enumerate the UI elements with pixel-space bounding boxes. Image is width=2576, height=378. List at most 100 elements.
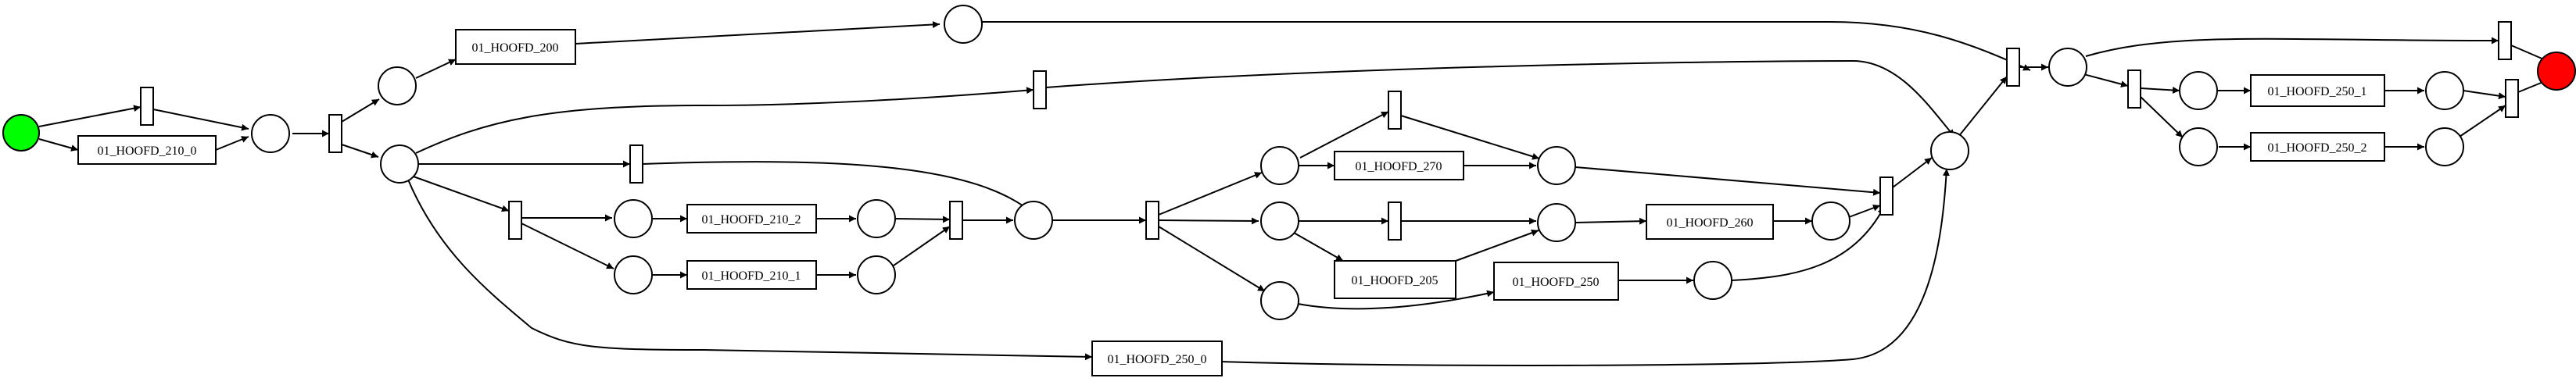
task-01-hoofd-210-2: 01_HOOFD_210_2 [686, 204, 817, 234]
task-label: 01_HOOFD_270 [1355, 160, 1442, 173]
edge [415, 59, 457, 79]
edge [2138, 94, 2184, 138]
edge [341, 98, 380, 123]
edge [2085, 37, 2499, 57]
place [1260, 146, 1299, 185]
task-01-hoofd-250-2: 01_HOOFD_250_2 [2250, 132, 2385, 162]
places [2, 5, 2576, 320]
edge [521, 223, 614, 269]
silent-transition [949, 201, 963, 240]
task-label: 01_HOOFD_250_1 [2267, 85, 2366, 98]
silent-transition [2505, 79, 2519, 118]
task-01-hoofd-250-0: 01_HOOFD_250_0 [1091, 341, 1223, 376]
place [251, 114, 290, 153]
task-label: 01_HOOFD_250_0 [1107, 353, 1206, 366]
edge [1892, 157, 1933, 188]
silent-transition [1879, 177, 1893, 216]
edge [2463, 90, 2506, 100]
edge [1299, 111, 1389, 159]
edge [1045, 59, 1955, 137]
silent-transition [1033, 70, 1047, 109]
place [1537, 203, 1576, 242]
start-place [2, 114, 40, 152]
place [380, 144, 419, 184]
task-01-hoofd-270: 01_HOOFD_270 [1334, 151, 1464, 180]
edge [410, 175, 510, 212]
edge [1731, 206, 1885, 281]
edges [38, 20, 2557, 366]
edge [38, 138, 79, 152]
task-label: 01_HOOFD_210_2 [701, 213, 801, 226]
silent-transition [140, 87, 154, 126]
task-label: 01_HOOFD_260 [1666, 216, 1753, 230]
task-01-hoofd-210-1: 01_HOOFD_210_1 [686, 260, 817, 290]
edge [642, 161, 1033, 213]
edge [1400, 115, 1540, 160]
silent-transitions [140, 21, 2519, 241]
edge [890, 226, 951, 268]
edge [1455, 229, 1539, 262]
task-01-hoofd-250-1: 01_HOOFD_250_1 [2250, 74, 2385, 107]
silent-transition [1388, 91, 1402, 130]
silent-transition [2006, 48, 2020, 87]
place [1260, 201, 1299, 241]
place [2425, 71, 2464, 110]
place [614, 199, 653, 238]
silent-transition [1145, 201, 1159, 240]
place [2179, 71, 2218, 110]
task-label: 01_HOOFD_210_0 [97, 144, 196, 158]
silent-transition [328, 114, 342, 153]
place [2048, 48, 2087, 87]
task-label: 01_HOOFD_200 [471, 41, 558, 55]
place [1260, 281, 1299, 320]
task-transitions: 01_HOOFD_210_0 01_HOOFD_200 01_HOOFD_210… [77, 29, 2385, 376]
task-01-hoofd-260: 01_HOOFD_260 [1646, 204, 1774, 240]
place [1930, 131, 1969, 170]
silent-transition [629, 144, 643, 184]
silent-transition [1388, 201, 1402, 241]
task-01-hoofd-205: 01_HOOFD_205 [1334, 260, 1456, 299]
place [2179, 127, 2218, 166]
place [1811, 201, 1850, 241]
edge [341, 144, 379, 159]
place [857, 255, 896, 294]
task-label: 01_HOOFD_250_2 [2267, 141, 2366, 155]
place [1537, 146, 1576, 185]
place [614, 255, 653, 294]
task-label: 01_HOOFD_250 [1512, 276, 1599, 289]
silent-transition [2127, 70, 2141, 109]
place [2425, 127, 2464, 166]
edge [1158, 172, 1263, 216]
edge [2459, 105, 2506, 137]
task-01-hoofd-250: 01_HOOFD_250 [1493, 262, 1619, 301]
edge [1158, 226, 1266, 292]
task-label: 01_HOOFD_210_1 [701, 269, 801, 283]
edge [215, 136, 249, 151]
place [857, 199, 896, 238]
edge [38, 105, 142, 127]
edge [152, 109, 249, 131]
task-01-hoofd-210-0: 01_HOOFD_210_0 [77, 135, 217, 165]
edge [2083, 73, 2129, 88]
place [378, 66, 417, 105]
edge [575, 20, 940, 45]
edge [1958, 76, 2008, 137]
edge [2140, 86, 2180, 94]
edge [1219, 168, 1950, 366]
place [1014, 201, 1053, 240]
silent-transition [2498, 21, 2512, 60]
edge [1293, 232, 1344, 262]
edge [415, 87, 1034, 154]
edge [1158, 217, 1259, 225]
task-label: 01_HOOFD_205 [1351, 274, 1438, 287]
task-01-hoofd-200: 01_HOOFD_200 [455, 29, 576, 65]
silent-transition [508, 201, 522, 240]
edge [982, 20, 2031, 71]
edge [1297, 290, 1495, 310]
edge [1575, 217, 1647, 225]
place [1693, 261, 1732, 300]
edge [1848, 204, 1881, 218]
edge [407, 179, 1093, 361]
place [944, 5, 983, 44]
